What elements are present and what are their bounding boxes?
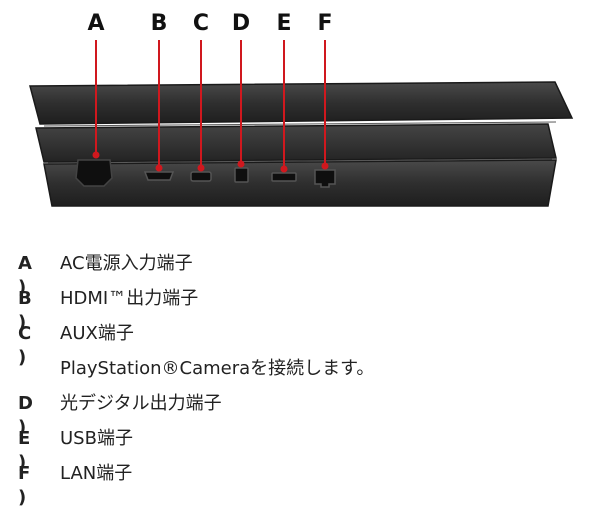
legend-key: D ): [18, 393, 33, 438]
port-letter-f: F: [317, 11, 332, 36]
legend-label: LAN端子: [60, 463, 133, 484]
ac-power-port: [75, 159, 113, 187]
usb-port: [271, 172, 297, 182]
legend-key: C ): [18, 323, 32, 368]
port-letter-a: A: [87, 11, 104, 36]
hdmi-port: [143, 171, 175, 181]
legend-label: AC電源入力端子: [60, 253, 193, 274]
port-letter-c: C: [193, 11, 209, 36]
console-middle-tier: [35, 123, 557, 163]
legend-key: B ): [18, 288, 32, 333]
console-rear-diagram: A B C D E F: [29, 11, 574, 207]
console-top-tier: [29, 81, 574, 125]
optical-port: [234, 167, 249, 183]
console-bottom-tier: [43, 159, 557, 207]
port-letter-b: B: [151, 11, 168, 36]
legend-label: USB端子: [60, 428, 133, 449]
legend-note: PlayStation®Cameraを接続します。: [60, 358, 375, 379]
port-letter-d: D: [232, 11, 250, 36]
legend-key: F ): [18, 463, 31, 508]
legend-label: 光デジタル出力端子: [60, 393, 222, 414]
legend-label: AUX端子: [60, 323, 134, 344]
legend-key: E ): [18, 428, 31, 473]
callout-lines: [92, 40, 329, 173]
legend-key: A ): [18, 253, 32, 298]
lan-port: [314, 169, 336, 188]
port-letter-e: E: [276, 11, 291, 36]
legend-label: HDMI™出力端子: [60, 288, 199, 309]
aux-port: [190, 171, 212, 182]
